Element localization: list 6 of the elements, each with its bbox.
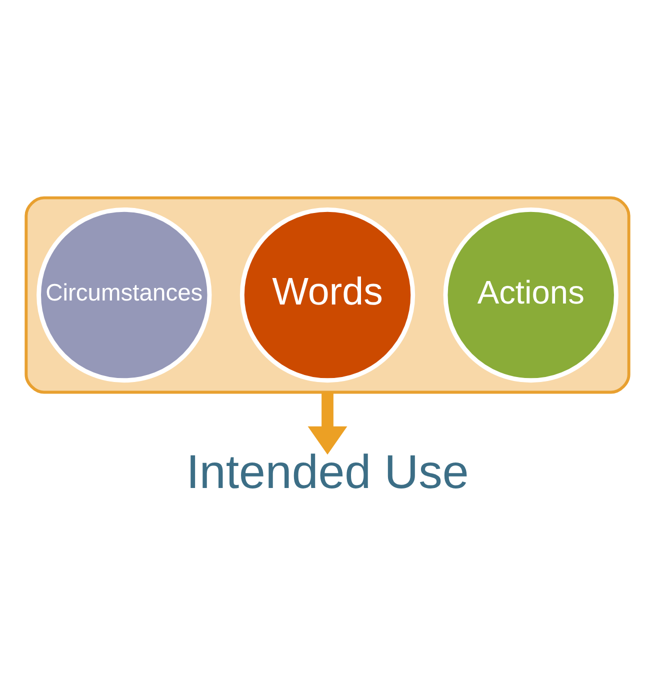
node-text: Intended Use — [186, 446, 469, 499]
cluster — [24, 196, 630, 394]
node-circle: Words — [240, 206, 416, 382]
node-circle: Actions — [443, 206, 618, 382]
node-circle: Circumstances — [36, 206, 212, 382]
arrow — [308, 392, 348, 454]
